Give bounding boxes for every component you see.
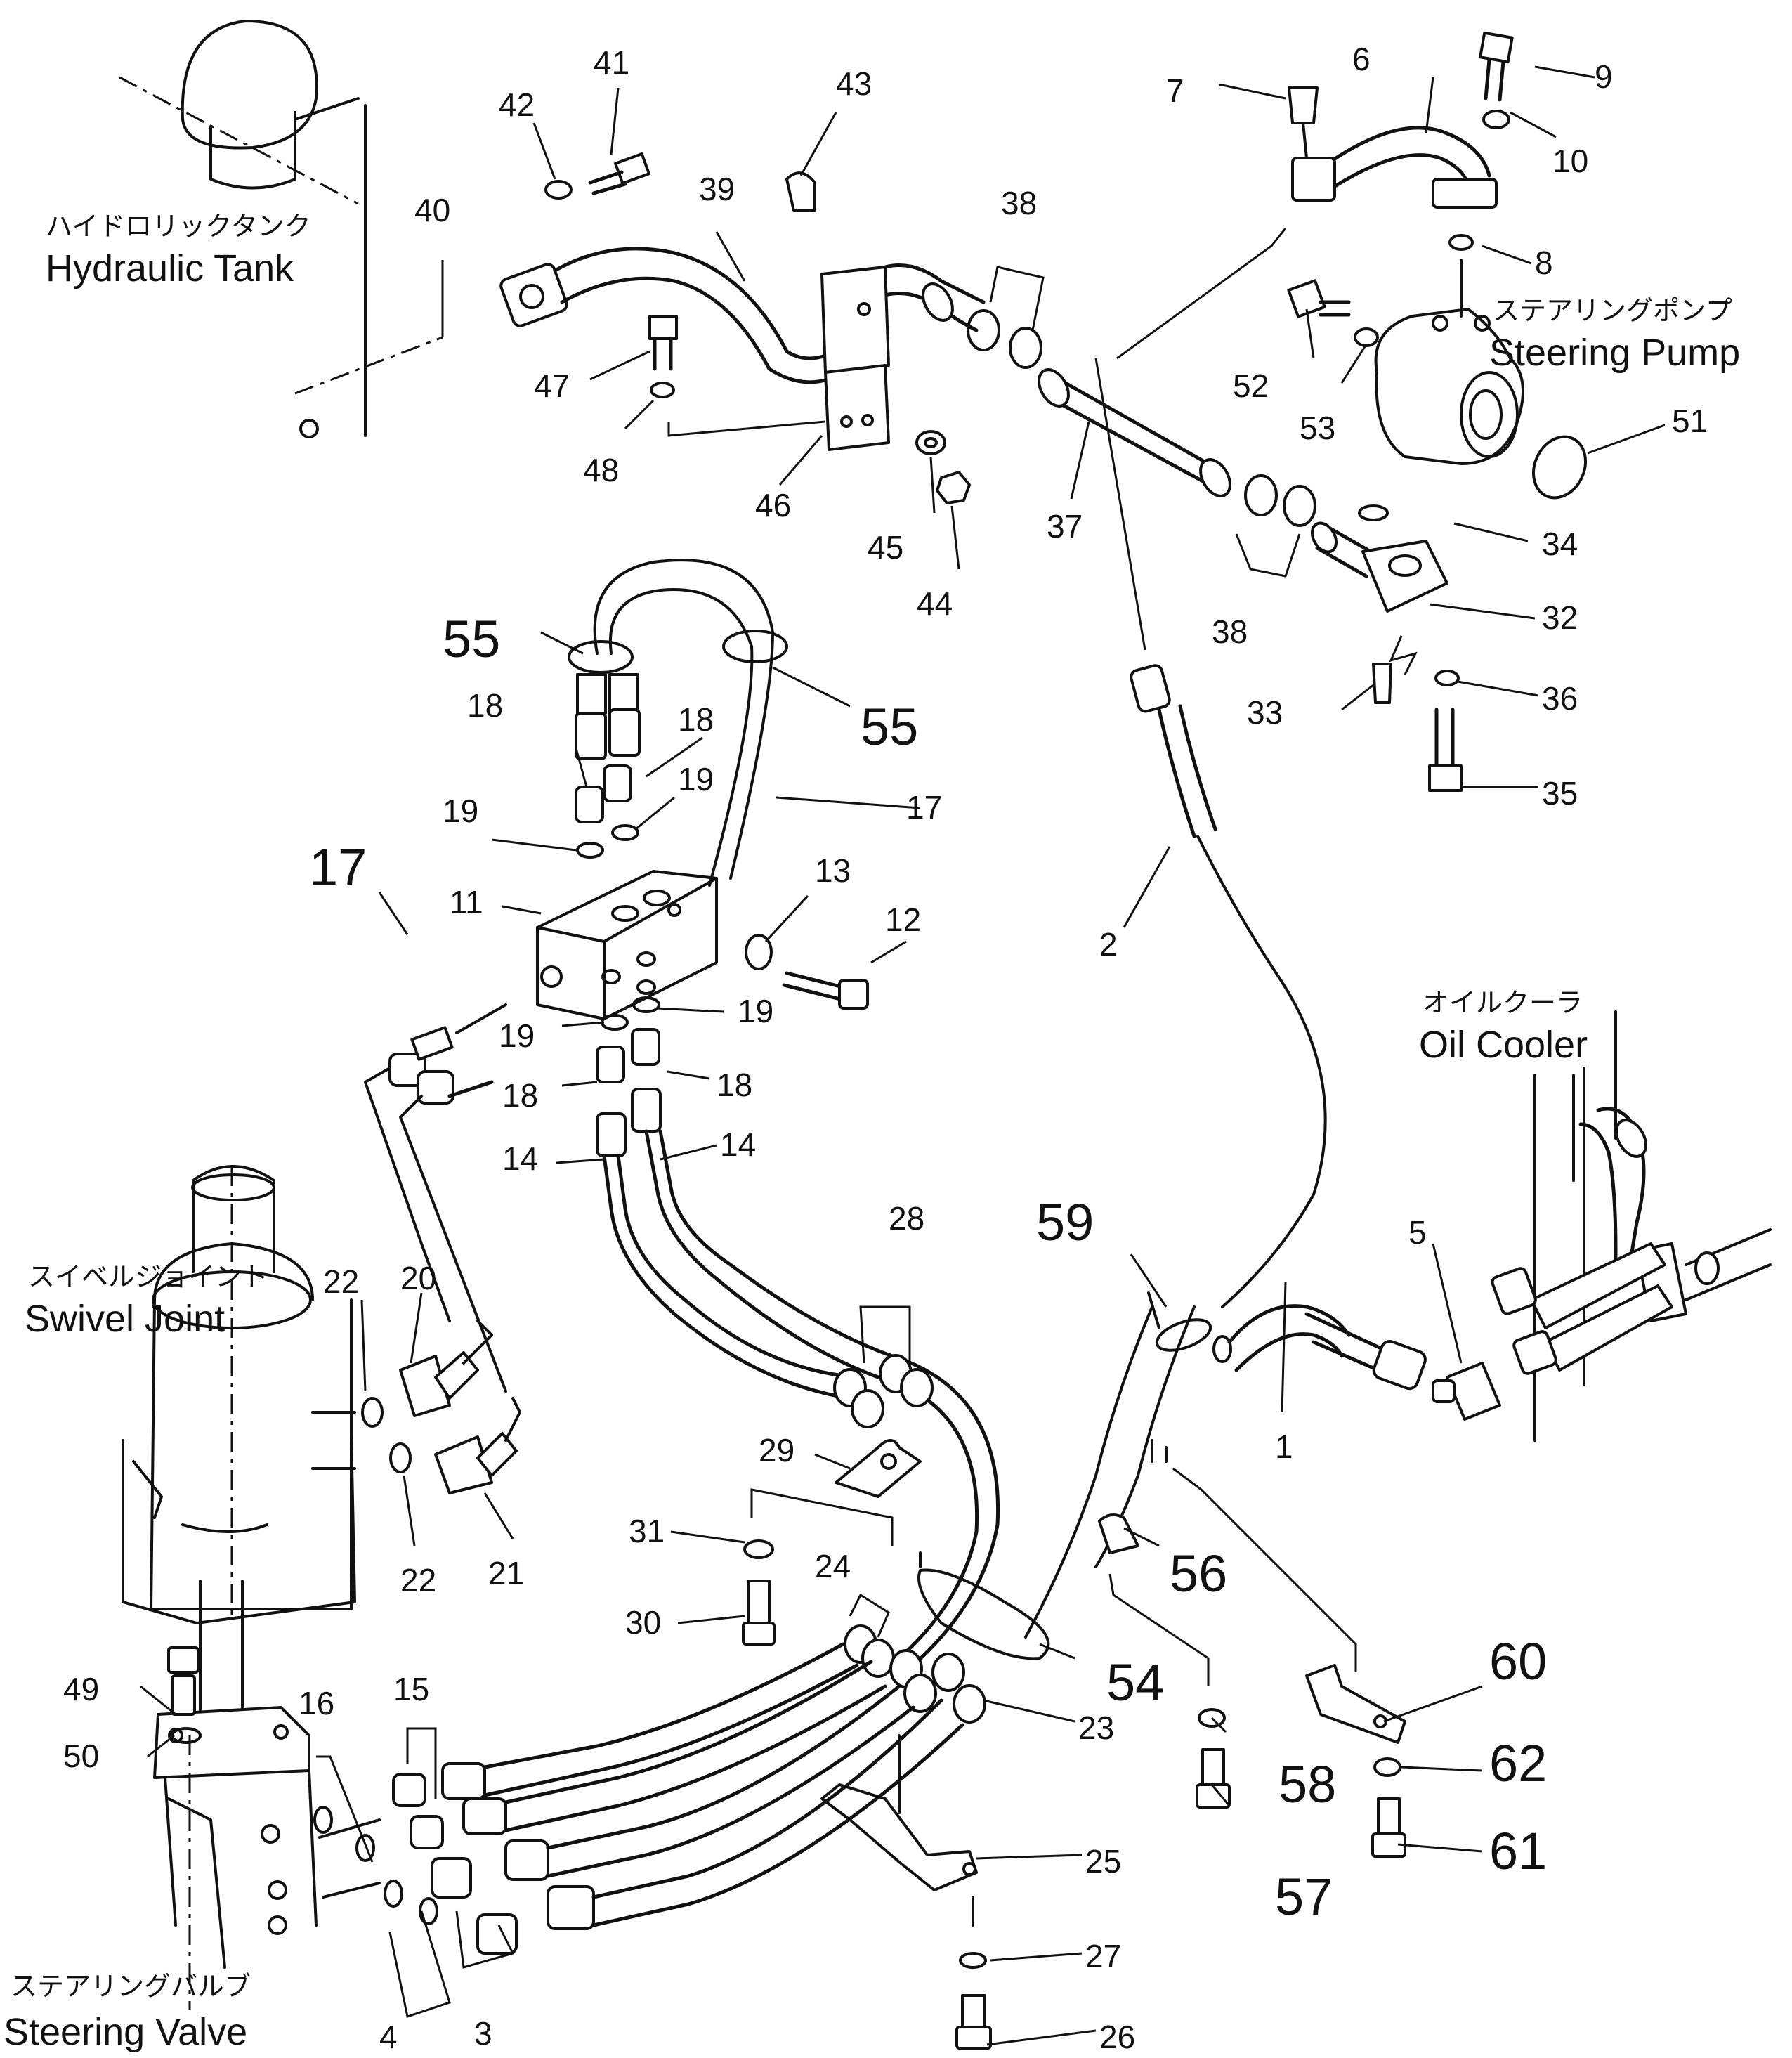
callout-59: 59: [1036, 1193, 1094, 1251]
callout-22-b: 22: [400, 1562, 436, 1598]
callout-20: 20: [400, 1260, 436, 1296]
callout-37: 37: [1047, 508, 1083, 545]
callout-34: 34: [1542, 526, 1578, 562]
callout-45: 45: [868, 529, 903, 566]
callout-17-large: 17: [309, 838, 367, 897]
oil-cooler-label-jp: オイルクーラ: [1423, 987, 1583, 1018]
callout-41: 41: [594, 44, 629, 81]
hose-37-drawing: [1038, 368, 1316, 578]
callout-55-a: 55: [443, 610, 500, 668]
callout-53: 53: [1300, 410, 1335, 446]
callout-19-d: 19: [738, 993, 773, 1029]
divider-valve-11-drawing: [536, 559, 1000, 1667]
callout-17: 17: [906, 789, 942, 826]
callout-62: 62: [1489, 1734, 1547, 1792]
callout-38-b: 38: [1212, 613, 1248, 650]
callout-7: 7: [1166, 72, 1184, 109]
steering-valve-drawing: [153, 1580, 964, 2018]
callout-47: 47: [534, 367, 570, 404]
callout-18-d: 18: [717, 1067, 752, 1103]
callout-29: 29: [759, 1432, 794, 1468]
callout-22-a: 22: [323, 1263, 359, 1300]
callout-32: 32: [1542, 599, 1578, 636]
callout-57: 57: [1275, 1868, 1333, 1926]
hydraulic-tank-drawing: [119, 20, 443, 438]
callout-50: 50: [63, 1738, 99, 1774]
callout-44: 44: [917, 585, 953, 622]
callout-numbers: 1 2 3 4 5 6 7 8 9 10 11 12 13 14 14 15 1…: [63, 41, 1708, 2055]
callout-35: 35: [1542, 775, 1578, 812]
callout-43: 43: [836, 65, 872, 102]
oil-cooler-label-en: Oil Cooler: [1419, 1024, 1588, 1066]
callout-18-b: 18: [678, 701, 714, 738]
callout-21: 21: [488, 1555, 524, 1591]
callout-18-a: 18: [467, 687, 503, 724]
callout-31: 31: [629, 1513, 665, 1549]
callout-46: 46: [755, 487, 791, 523]
callout-52: 52: [1233, 367, 1269, 404]
callout-26: 26: [1099, 2019, 1135, 2055]
callout-10: 10: [1552, 143, 1588, 179]
callout-61: 61: [1489, 1822, 1547, 1880]
callout-40: 40: [414, 192, 450, 228]
callout-33: 33: [1247, 694, 1283, 731]
swivel-joint-drawing: [122, 1165, 356, 1624]
callout-4: 4: [379, 2019, 398, 2055]
callout-16: 16: [299, 1685, 334, 1721]
callout-6: 6: [1352, 41, 1371, 77]
callout-30: 30: [625, 1604, 661, 1641]
callout-5: 5: [1408, 1214, 1427, 1251]
steering-valve-label-jp: ステアリングバルブ: [11, 1971, 251, 2002]
oil-cooler-drawing: [1432, 1010, 1772, 1442]
callout-12: 12: [885, 901, 921, 938]
callout-51: 51: [1672, 403, 1708, 439]
callout-19-b: 19: [678, 761, 714, 797]
callout-9: 9: [1595, 58, 1613, 95]
callout-28: 28: [889, 1200, 924, 1237]
callout-38-a: 38: [1001, 185, 1037, 221]
callout-14: 14: [502, 1140, 538, 1177]
callout-27: 27: [1085, 1938, 1121, 1974]
callout-56: 56: [1170, 1544, 1227, 1603]
callout-18-c: 18: [502, 1077, 538, 1114]
callout-19-a: 19: [443, 793, 478, 829]
callout-3: 3: [474, 2015, 492, 2052]
callout-23: 23: [1078, 1709, 1114, 1746]
swivel-joint-label-en: Swivel Joint: [25, 1298, 225, 1340]
callout-19-c: 19: [499, 1017, 535, 1054]
steering-pump-label-jp: ステアリングポンプ: [1493, 295, 1732, 326]
leader-lines: [140, 65, 1666, 2046]
callout-49: 49: [63, 1671, 99, 1707]
hose-1-drawing: [1024, 1291, 1427, 1858]
hydraulic-tank-label-jp: ハイドロリックタンク: [46, 211, 311, 242]
hydraulic-tank-label-en: Hydraulic Tank: [46, 247, 294, 289]
callout-48: 48: [583, 452, 619, 488]
callout-8: 8: [1535, 245, 1553, 281]
callout-36: 36: [1542, 680, 1578, 717]
callout-54: 54: [1106, 1653, 1164, 1712]
callout-60: 60: [1489, 1632, 1547, 1691]
steering-pump-label-en: Steering Pump: [1489, 332, 1740, 374]
clamp-assemblies-drawing: [742, 1305, 1050, 2050]
callout-1: 1: [1275, 1428, 1293, 1465]
callout-15: 15: [393, 1671, 429, 1707]
hose-2-drawing: [1094, 358, 1327, 1308]
callout-42: 42: [499, 86, 535, 123]
component-labels: ハイドロリックタンク Hydraulic Tank ステアリングポンプ Stee…: [4, 211, 1740, 2053]
steering-pump-drawing: [1116, 31, 1587, 792]
callout-55-b: 55: [861, 698, 918, 756]
callout-24: 24: [815, 1548, 851, 1584]
callout-58: 58: [1278, 1755, 1336, 1813]
callout-11: 11: [450, 884, 483, 920]
suction-pipe-39-drawing: [499, 152, 1045, 504]
steering-valve-label-en: Steering Valve: [4, 2011, 247, 2053]
callout-39: 39: [699, 171, 735, 207]
swivel-joint-label-jp: スイベルジョイント: [28, 1261, 268, 1292]
callout-13: 13: [815, 852, 851, 889]
callout-25: 25: [1085, 1843, 1121, 1880]
hoses-17-to-swivel-drawing: [361, 1003, 521, 1494]
callout-14b: 14: [720, 1126, 756, 1163]
callout-2: 2: [1099, 926, 1118, 963]
